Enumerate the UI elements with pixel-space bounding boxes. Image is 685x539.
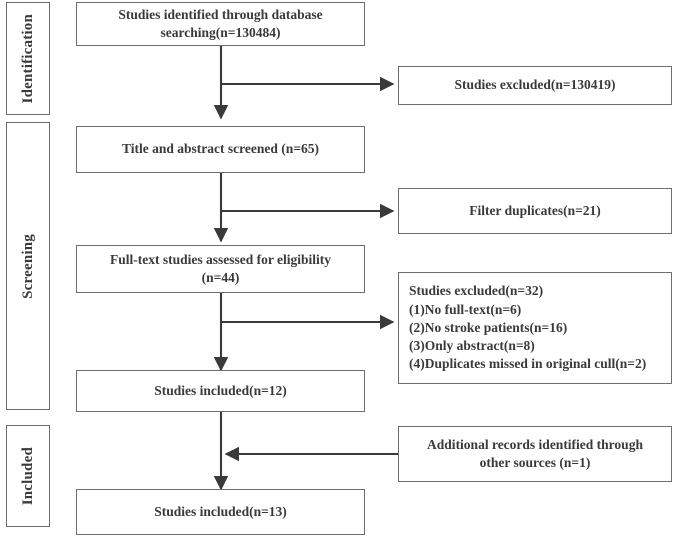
stage-label-included: Included — [19, 446, 36, 506]
node-studies-excluded-1-text: Studies excluded(n=130419) — [454, 77, 616, 93]
node-full-text-assessed-text: Full-text studies assessed for eligibili… — [110, 251, 331, 285]
node-studies-excluded-2-text: Studies excluded(n=32) (1)No full-text(n… — [409, 283, 647, 372]
stage-box-screening: Screening — [6, 122, 50, 410]
node-filter-duplicates-text: Filter duplicates(n=21) — [469, 202, 601, 218]
node-title-abstract-screened: Title and abstract screened (n=65) — [76, 126, 365, 173]
node-studies-included-13: Studies included(n=13) — [76, 489, 365, 535]
node-studies-excluded-1: Studies excluded(n=130419) — [398, 66, 672, 105]
stage-label-screening: Screening — [19, 233, 36, 299]
node-studies-included-12-text: Studies included(n=12) — [154, 382, 287, 398]
node-full-text-assessed: Full-text studies assessed for eligibili… — [76, 245, 365, 293]
node-studies-included-12: Studies included(n=12) — [76, 370, 365, 412]
node-filter-duplicates: Filter duplicates(n=21) — [398, 188, 672, 234]
node-database-search: Studies identified through database sear… — [76, 2, 365, 46]
node-database-search-text: Studies identified through database sear… — [118, 6, 323, 40]
node-additional-records: Additional records identified through ot… — [398, 426, 672, 482]
node-title-abstract-screened-text: Title and abstract screened (n=65) — [122, 141, 319, 157]
stage-box-included: Included — [6, 425, 50, 527]
node-additional-records-text: Additional records identified through ot… — [427, 436, 643, 470]
node-studies-excluded-2: Studies excluded(n=32) (1)No full-text(n… — [398, 272, 672, 384]
stage-box-identification: Identification — [6, 2, 50, 115]
node-studies-included-13-text: Studies included(n=13) — [154, 503, 287, 519]
stage-label-identification: Identification — [19, 13, 36, 104]
